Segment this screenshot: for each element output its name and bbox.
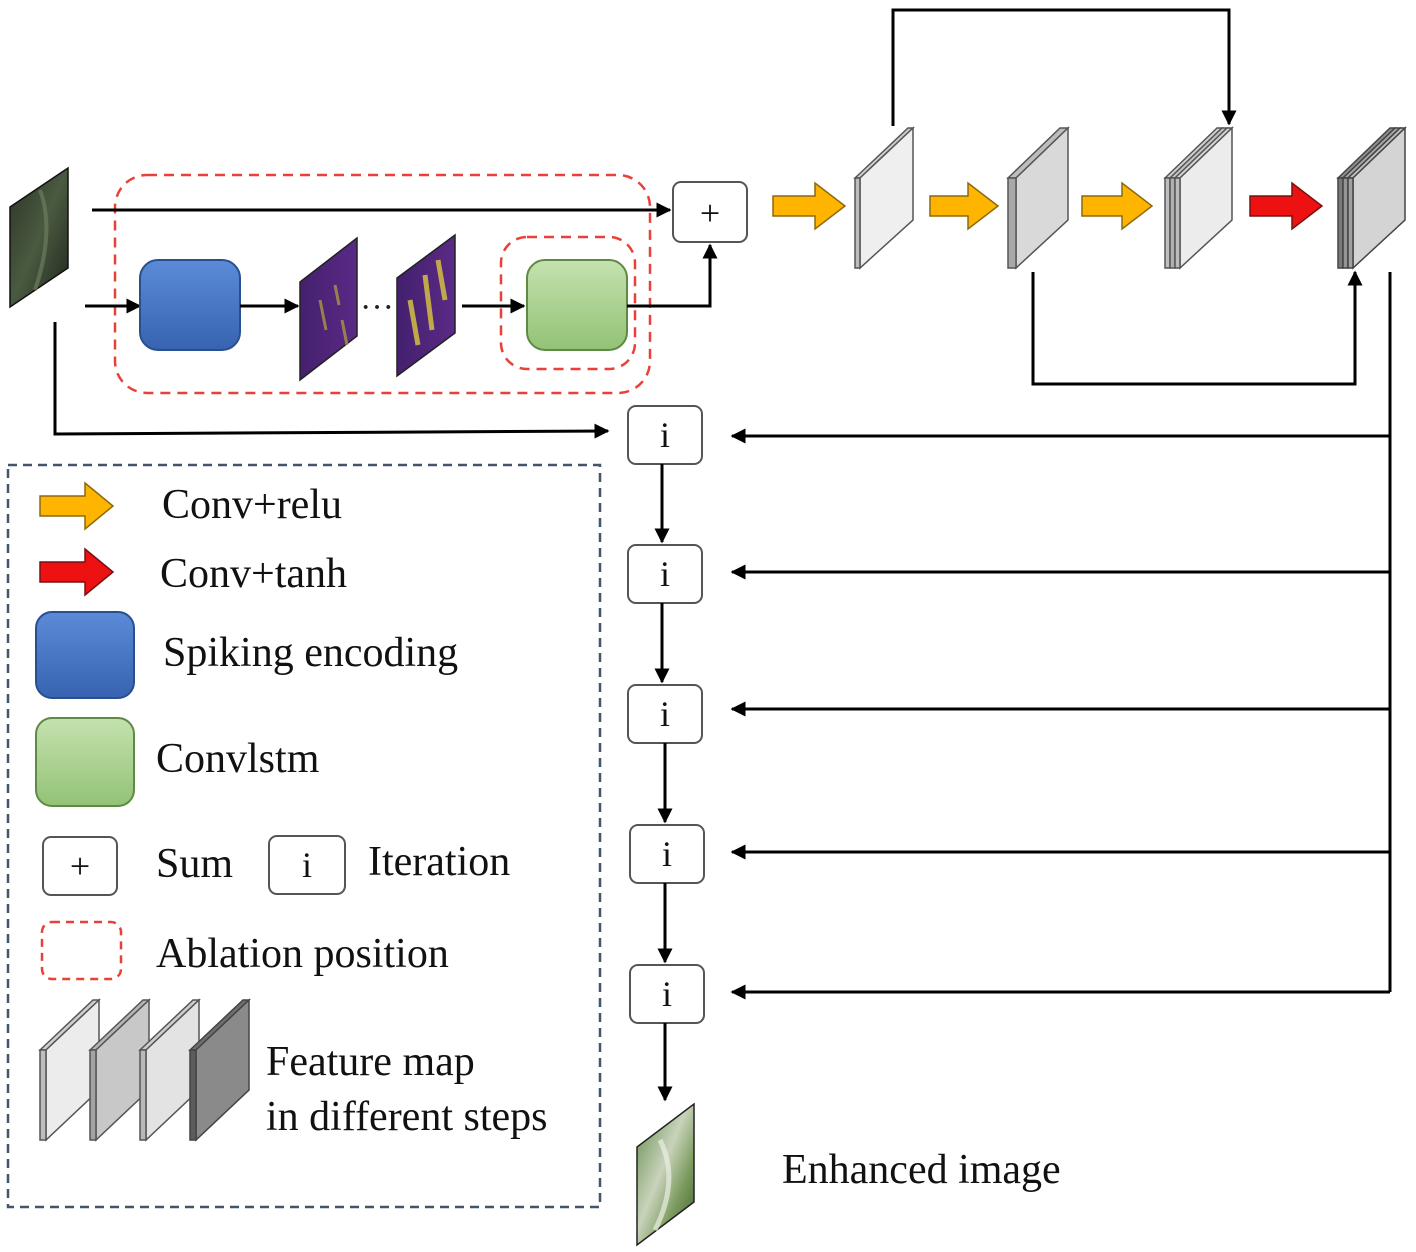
legend-box (6, 463, 602, 1209)
iteration-node-4 (629, 824, 705, 884)
iteration-node-2 (627, 544, 703, 604)
feature-map-1 (853, 126, 915, 270)
input-image-texture (33, 189, 49, 291)
legend-feature-map-icon (38, 998, 251, 1142)
iteration-node-3-symbol: i (660, 694, 670, 734)
legend-conv-relu-label: Conv+relu (162, 482, 342, 528)
iteration-node-5 (629, 964, 705, 1024)
enhanced-image (636, 1102, 695, 1247)
top-skip-arrow (891, 8, 1237, 126)
sum-node (672, 181, 748, 243)
iteration-node-2-symbol: i (660, 554, 670, 594)
enhanced-image-texture (652, 1138, 672, 1232)
legend-convlstm-label: Convlstm (156, 736, 320, 782)
iteration-node-1-symbol: i (660, 415, 670, 455)
legend-feature-map-label-line1: Feature map (266, 1039, 475, 1085)
legend-spiking-encoding-label: Spiking encoding (163, 630, 458, 676)
enhanced-image-label: Enhanced image (782, 1147, 1061, 1193)
feature-map-2 (1006, 126, 1070, 270)
spike-map-1-texture (318, 284, 349, 346)
sum-node-symbol: + (700, 193, 720, 233)
input-image (9, 166, 69, 309)
conv-tanh-arrow (1249, 181, 1324, 231)
legend-sum-icon (42, 836, 118, 896)
ablation-box-small (499, 235, 637, 371)
legend-conv-tanh-label: Conv+tanh (160, 551, 347, 597)
conv-relu-arrow-1 (772, 181, 847, 231)
legend-sum-symbol: + (70, 846, 90, 886)
input-to-iteration-arrow (53, 322, 610, 439)
spike-map-2 (396, 233, 456, 378)
conv-relu-arrow-2 (929, 181, 1000, 231)
ellipsis: ··· (360, 289, 394, 326)
spiking-encoding-block (139, 259, 241, 351)
bottom-skip-arrow (1031, 270, 1363, 386)
convlstm-block (526, 259, 628, 351)
legend-conv-relu-icon (39, 481, 115, 531)
spike-map-1 (299, 236, 358, 382)
legend-ablation-icon (40, 920, 123, 981)
feature-map-3 (1163, 126, 1234, 270)
legend-ablation-label: Ablation position (156, 931, 449, 977)
legend-iteration-label: Iteration (368, 839, 510, 885)
legend-iteration-symbol: i (302, 845, 312, 885)
legend-iteration-icon (268, 835, 346, 895)
feature-map-4 (1336, 126, 1407, 270)
iteration-node-5-symbol: i (662, 974, 672, 1014)
ablation-box-large (113, 173, 652, 395)
convlstm-to-sum-arrow (627, 243, 718, 308)
spike-map-2-texture (407, 259, 448, 346)
legend-spiking-encoding-icon (35, 611, 135, 699)
legend-convlstm-icon (35, 717, 135, 807)
iteration-node-4-symbol: i (662, 834, 672, 874)
legend-feature-map-label-line2: in different steps (266, 1094, 548, 1140)
conv-relu-arrow-3 (1081, 181, 1154, 231)
iteration-node-1 (627, 405, 703, 465)
legend-conv-tanh-icon (39, 547, 115, 597)
legend-sum-label: Sum (156, 841, 233, 887)
